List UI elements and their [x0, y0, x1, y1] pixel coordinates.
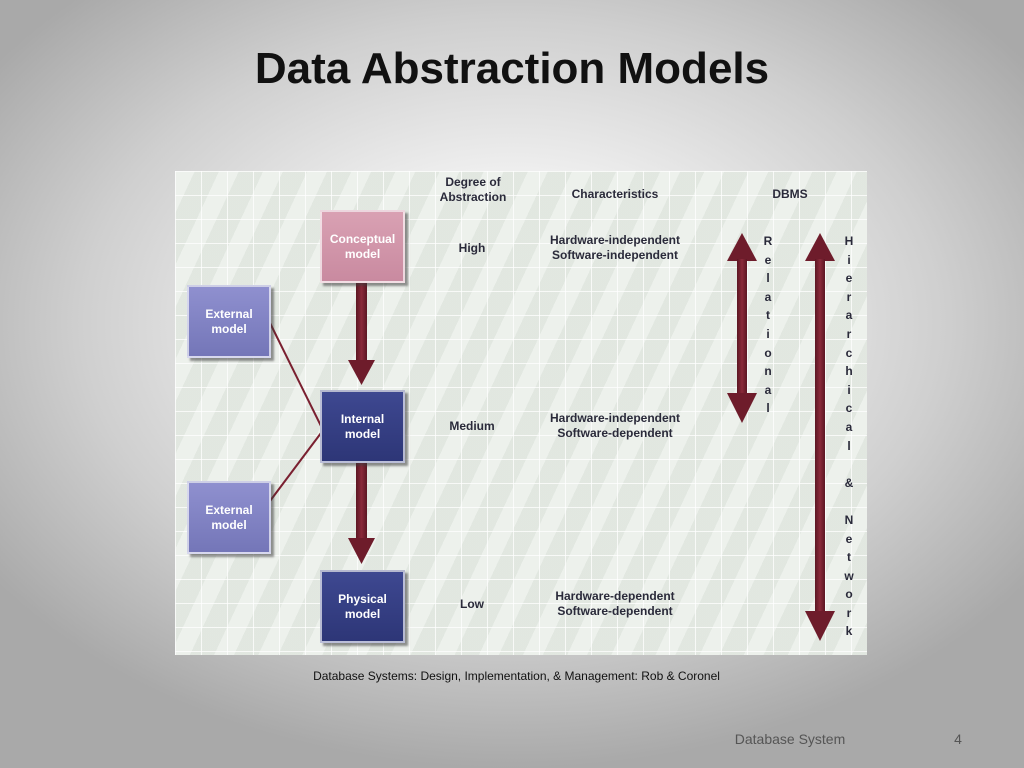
external-model-box-bottom: External model	[187, 481, 271, 554]
degree-medium: Medium	[449, 419, 495, 433]
footer-text: Database System	[734, 731, 846, 747]
abstraction-diagram: Degree of Abstraction Characteristics DB…	[175, 171, 867, 655]
dbms-relational-label: R e l a t i o n a l	[763, 234, 773, 416]
external-model-box-top: External model	[187, 285, 271, 358]
internal-model-box: Internal model	[320, 390, 405, 463]
relational-double-arrow	[727, 233, 757, 423]
page-number: 4	[954, 731, 962, 747]
conceptual-model-box: Conceptual model	[320, 210, 405, 283]
header-characteristics: Characteristics	[571, 187, 659, 201]
down-arrow-conceptual-internal	[348, 283, 375, 385]
physical-model-box: Physical model	[320, 570, 405, 643]
degree-low: Low	[460, 597, 484, 611]
dbms-hierarchical-network-label: H i e r a r c h i c a l & N e t w o r k	[844, 234, 854, 639]
characteristics-medium: Hardware-independent Software-dependent	[549, 411, 681, 440]
degree-high: High	[458, 241, 486, 255]
hierarchical-network-double-arrow	[805, 233, 835, 641]
diagram-arrows	[269, 233, 835, 641]
connector-line-external-bottom	[269, 432, 322, 502]
characteristics-low: Hardware-dependent Software-dependent	[555, 589, 675, 618]
down-arrow-internal-physical	[348, 463, 375, 564]
characteristics-high: Hardware-independent Software-independen…	[549, 233, 681, 262]
slide-title: Data Abstraction Models	[254, 44, 770, 93]
header-dbms: DBMS	[772, 187, 808, 201]
connector-line-external-top	[269, 322, 322, 427]
source-caption: Database Systems: Design, Implementation…	[313, 669, 720, 683]
header-degree-of-abstraction: Degree of Abstraction	[439, 175, 507, 204]
